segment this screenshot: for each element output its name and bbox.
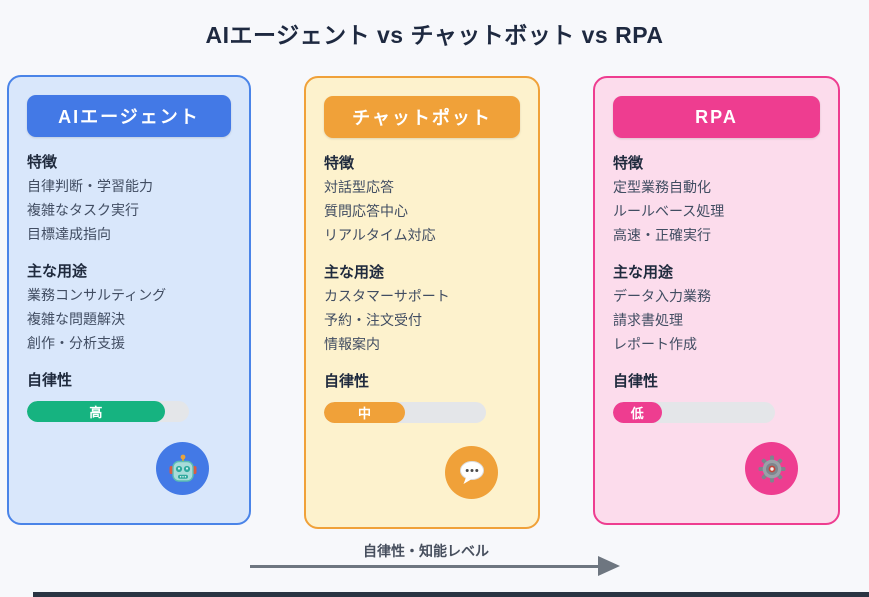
feature-item: 対話型応答 [324, 179, 394, 195]
autonomy-badge: 低 [630, 406, 644, 421]
speech-bubble-icon [445, 446, 498, 499]
autonomy-badge: 中 [357, 406, 371, 421]
feature-item: 高速・正確実行 [613, 227, 711, 243]
feature-item: 自律判断・学習能力 [27, 178, 153, 194]
robot-icon [156, 442, 209, 495]
card-chatbot: チャットポット 特徴 対話型応答 質問応答中心 リアルタイム対応 主な用途 カス… [304, 76, 540, 529]
autonomy-title: 自律性 [27, 372, 73, 389]
feature-item: ルールベース処理 [613, 203, 725, 219]
feature-item: 複雑なタスク実行 [27, 202, 139, 218]
autonomy-title: 自律性 [613, 373, 659, 390]
use-item: 情報案内 [324, 336, 380, 352]
autonomy-bar-fill: 低 [613, 402, 662, 423]
axis-arrow-line [250, 565, 600, 568]
autonomy-bar-fill: 高 [27, 401, 165, 422]
use-item: 予約・注文受付 [324, 312, 422, 328]
autonomy-badge: 高 [89, 405, 103, 420]
features-title: 特徴 [27, 154, 58, 171]
uses-title: 主な用途 [324, 264, 385, 281]
feature-item: 質問応答中心 [324, 203, 408, 219]
feature-item: 目標達成指向 [27, 226, 111, 242]
autonomy-bar-fill: 中 [324, 402, 405, 423]
axis-label: 自律性・知能レベル [363, 543, 489, 559]
use-item: レポート作成 [613, 336, 697, 352]
use-item: 創作・分析支援 [27, 335, 125, 351]
card-rpa: RPA 特徴 定型業務自動化 ルールベース処理 高速・正確実行 主な用途 データ… [593, 76, 840, 525]
card-ai-agent: AIエージェント 特徴 自律判断・学習能力 複雑なタスク実行 目標達成指向 主な… [7, 75, 251, 525]
autonomy-title: 自律性 [324, 373, 370, 390]
feature-item: リアルタイム対応 [324, 227, 436, 243]
page-title: AIエージェント vs チャットボット vs RPA [205, 22, 664, 48]
use-item: 請求書処理 [613, 312, 683, 328]
features-title: 特徴 [613, 155, 644, 172]
axis-arrowhead-icon [598, 556, 620, 576]
use-item: カスタマーサポート [324, 288, 450, 304]
gear-icon [745, 442, 798, 495]
use-item: 業務コンサルティング [27, 287, 167, 303]
feature-item: 定型業務自動化 [613, 179, 711, 195]
use-item: データ入力業務 [613, 288, 711, 304]
bottom-edge-bar [33, 592, 869, 597]
autonomy-bar-track: 高 [27, 401, 189, 422]
autonomy-bar-track: 低 [613, 402, 775, 423]
use-item: 複雑な問題解決 [27, 311, 125, 327]
features-title: 特徴 [324, 155, 355, 172]
autonomy-bar-track: 中 [324, 402, 486, 423]
uses-title: 主な用途 [27, 263, 88, 280]
uses-title: 主な用途 [613, 264, 674, 281]
card-header-chatbot: チャットポット [324, 96, 520, 138]
card-header-ai-agent: AIエージェント [27, 95, 231, 137]
card-header-rpa: RPA [613, 96, 820, 138]
